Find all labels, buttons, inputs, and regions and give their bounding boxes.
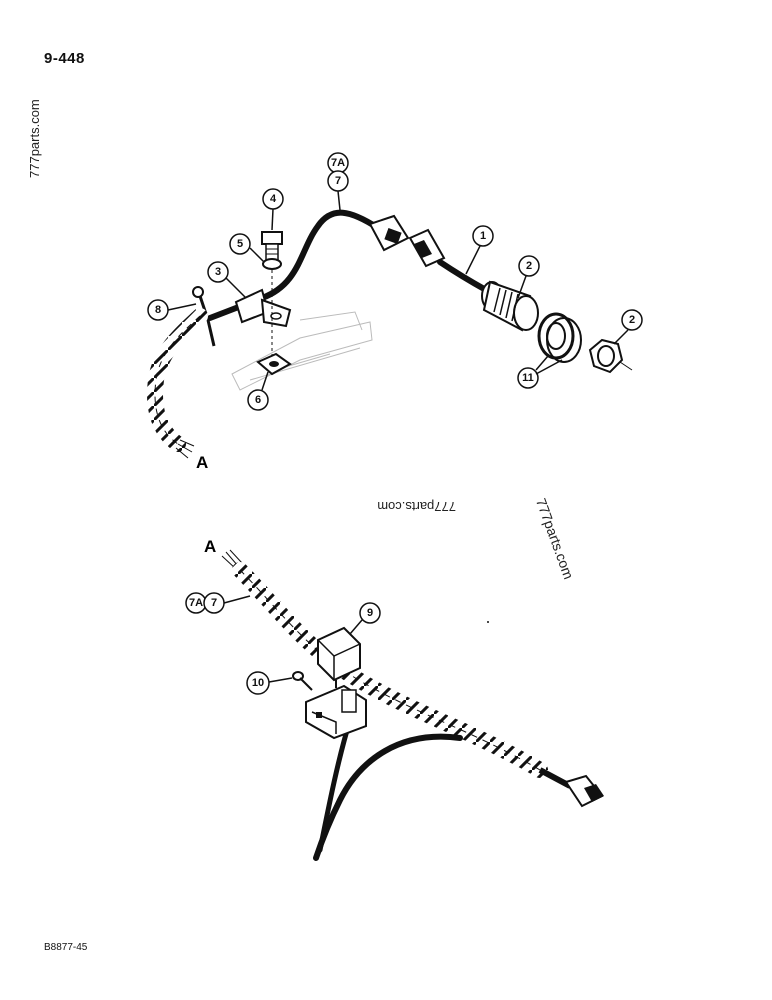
svg-text:7A: 7A xyxy=(189,597,203,609)
relay-bracket xyxy=(305,684,367,740)
bolt xyxy=(261,231,283,261)
sender-wire xyxy=(437,259,489,293)
spiral-wrap-lower xyxy=(232,562,548,778)
temperature-sender xyxy=(481,280,539,332)
hex-nut xyxy=(588,338,633,374)
harness-connector-female xyxy=(368,214,410,252)
gasket-rings xyxy=(537,312,582,363)
harness-connector-male xyxy=(408,228,446,268)
callout-5: 5 xyxy=(229,233,251,255)
lower-connector xyxy=(564,774,604,808)
lock-washer xyxy=(262,258,282,270)
machine-frame-sketch xyxy=(231,311,373,391)
callout-4: 4 xyxy=(262,188,284,210)
callout-8: 8 xyxy=(147,299,169,321)
harness-wire-7 xyxy=(207,209,381,321)
screw xyxy=(292,671,313,691)
callout-2-right: 2 xyxy=(621,309,643,331)
callout-7: 7 xyxy=(327,170,349,192)
callout-6: 6 xyxy=(247,389,269,411)
callout-2-upper: 2 xyxy=(518,255,540,277)
callout-3: 3 xyxy=(207,261,229,283)
callout-10: 10 xyxy=(246,671,270,695)
spiral-wrap-upper xyxy=(147,308,208,452)
svg-text:3: 3 xyxy=(215,266,221,278)
svg-text:10: 10 xyxy=(252,677,264,689)
ring-terminal xyxy=(192,286,216,347)
stray-mark xyxy=(487,621,489,623)
break-label-lower: A xyxy=(204,537,216,556)
svg-text:2: 2 xyxy=(526,260,532,272)
svg-text:7: 7 xyxy=(211,597,217,609)
svg-text:1: 1 xyxy=(480,230,486,242)
callout-1: 1 xyxy=(472,225,494,247)
callout-9: 9 xyxy=(359,602,381,624)
callout-11: 11 xyxy=(517,367,539,389)
svg-text:5: 5 xyxy=(237,238,243,250)
break-label-upper: A xyxy=(196,453,208,472)
svg-text:9: 9 xyxy=(367,607,373,619)
svg-text:11: 11 xyxy=(522,372,534,384)
branch-wire xyxy=(313,733,463,861)
svg-text:6: 6 xyxy=(255,394,261,406)
callout-7-lower: 7 xyxy=(203,592,225,614)
svg-text:7: 7 xyxy=(335,175,341,187)
callout-7a: 7A xyxy=(327,152,349,174)
svg-text:7A: 7A xyxy=(331,157,345,169)
reference-code: B8877-45 xyxy=(44,942,88,953)
svg-text:4: 4 xyxy=(270,193,277,205)
wire-ends-upper xyxy=(175,439,195,459)
svg-text:8: 8 xyxy=(155,304,161,316)
callout-7a-lower: 7A xyxy=(185,592,207,614)
nut-plate xyxy=(256,352,292,376)
wire-clamp xyxy=(234,288,292,328)
relay xyxy=(317,626,361,688)
svg-text:2: 2 xyxy=(629,314,635,326)
page-number: 9-448 xyxy=(44,50,85,67)
